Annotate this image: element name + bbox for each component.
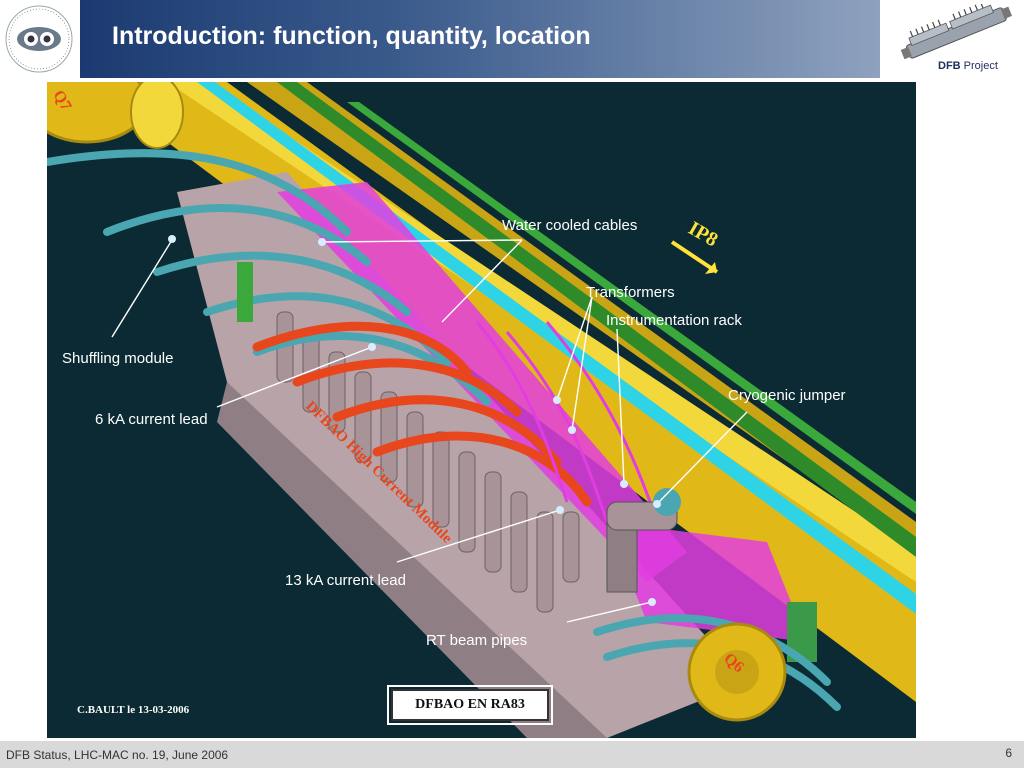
label-rt-beam-pipes: RT beam pipes bbox=[426, 632, 528, 649]
ip8-arrow bbox=[670, 240, 719, 274]
logo-caption: DFB Project bbox=[938, 60, 998, 72]
label-cryogenic-jumper: Cryogenic jumper bbox=[728, 387, 846, 404]
page-title: Introduction: function, quantity, locati… bbox=[112, 22, 591, 50]
footer-text: DFB Status, LHC-MAC no. 19, June 2006 bbox=[6, 748, 229, 762]
label-shuffling-module: Shuffling module bbox=[62, 350, 174, 367]
cern-logo bbox=[0, 0, 80, 78]
slide-footer: DFB Status, LHC-MAC no. 19, June 2006 6 bbox=[0, 741, 1024, 768]
drawing-credit: C.BAULT le 13-03-2006 bbox=[77, 704, 190, 716]
label-13ka-current-lead: 13 kA current lead bbox=[285, 572, 406, 589]
dfbao-3d-drawing: IP8 Q7 Q6 DFBAO High Current Module Wate… bbox=[47, 82, 916, 738]
label-transformers: Transformers bbox=[586, 284, 675, 301]
ip8-mark: IP8 bbox=[685, 217, 722, 251]
dfb-project-logo: DFB Project bbox=[890, 2, 1018, 78]
machine-illustration: IP8 Q7 Q6 DFBAO High Current Module bbox=[47, 82, 916, 738]
label-6ka-current-lead: 6 kA current lead bbox=[95, 411, 208, 428]
label-water-cooled-cables: Water cooled cables bbox=[502, 217, 638, 234]
callout-dots bbox=[168, 235, 661, 606]
drawing-id-badge: DFBAO EN RA83 bbox=[387, 685, 553, 725]
label-instrumentation-rack: Instrumentation rack bbox=[606, 312, 742, 329]
callout-lines bbox=[111, 239, 748, 623]
slide-header: Introduction: function, quantity, locati… bbox=[0, 0, 880, 78]
cryogenic-jumper bbox=[606, 488, 681, 593]
page-number: 6 bbox=[1005, 746, 1012, 760]
